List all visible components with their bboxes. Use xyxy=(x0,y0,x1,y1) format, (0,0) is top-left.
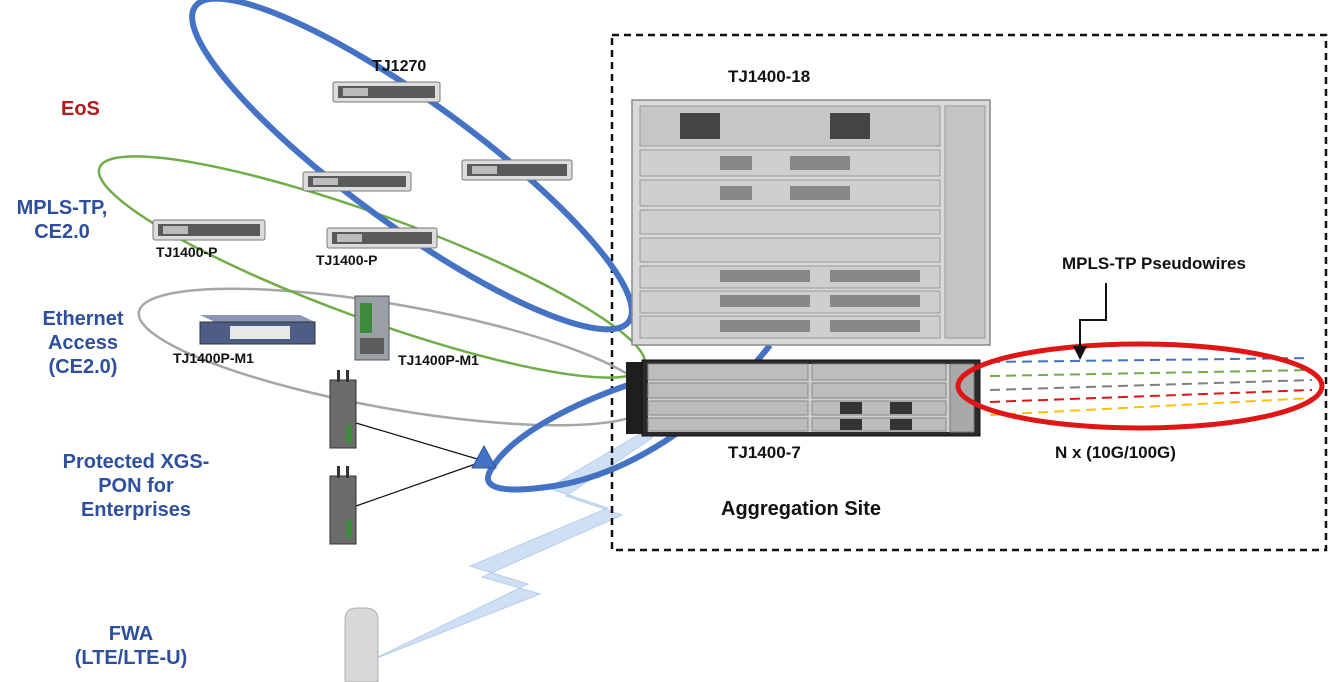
pseudowire-line-green xyxy=(989,369,1313,377)
label-mpls-tp: MPLS-TP, CE2.0 xyxy=(6,196,118,244)
device-tj1400-7-chassis xyxy=(626,359,981,437)
label-fwa-line2: (LTE/LTE-U) xyxy=(74,647,188,669)
pon-fiber-upper xyxy=(355,422,485,462)
label-eth-line3: (CE2.0) xyxy=(48,356,118,378)
label-eth-line2: Access xyxy=(47,332,119,354)
label-xgs-pon: Protected XGS- PON for Enterprises xyxy=(46,450,226,522)
device-tj1400p-m1-dinrail xyxy=(354,295,390,361)
ont-device-lower xyxy=(329,466,357,545)
pseudowire-callout-arrowhead xyxy=(1073,346,1087,360)
label-tj1400p-m1-a: TJ1400P-M1 xyxy=(173,350,254,366)
fwa-radio-device xyxy=(344,607,379,682)
label-tj1400p-m1-b: TJ1400P-M1 xyxy=(398,352,479,368)
device-tj1400p-b xyxy=(326,227,438,249)
device-tj1400p-a xyxy=(152,219,266,241)
pseudowire-line-yellow xyxy=(989,397,1313,416)
device-tj1270-c xyxy=(302,171,412,192)
device-tj1270-a xyxy=(332,81,441,103)
label-mpls-line2: CE2.0 xyxy=(34,221,90,243)
label-tj1270: TJ1270 xyxy=(372,58,427,75)
label-ethernet-access: Ethernet Access (CE2.0) xyxy=(28,307,138,379)
device-tj1270-b xyxy=(461,159,573,181)
label-mpls-tp-pseudowires: MPLS-TP Pseudowires xyxy=(1062,254,1246,273)
label-xgs-line3: Enterprises xyxy=(80,499,192,521)
label-tj1400p-b: TJ1400-P xyxy=(316,252,378,268)
ont-device-upper xyxy=(329,370,357,449)
device-tj1400-18-chassis xyxy=(631,99,991,346)
wireless-link-bolt xyxy=(371,427,653,661)
device-tj1400p-m1-switch xyxy=(199,315,316,345)
pon-splitter-icon xyxy=(471,444,497,469)
label-fwa-line1: FWA xyxy=(108,623,154,645)
label-tj1400-7: TJ1400-7 xyxy=(728,443,801,462)
label-tj1400-18: TJ1400-18 xyxy=(728,67,811,86)
pseudowire-callout-line xyxy=(1079,283,1107,350)
pseudowire-line-red xyxy=(989,389,1313,403)
label-xgs-line1: Protected XGS- xyxy=(62,451,210,473)
pseudowire-ring xyxy=(955,341,1325,431)
pseudowire-line-blue xyxy=(989,357,1311,363)
label-xgs-line2: PON for xyxy=(98,475,174,497)
label-fwa: FWA (LTE/LTE-U) xyxy=(56,622,206,670)
eos-ring xyxy=(189,0,635,333)
aggregation-site-box xyxy=(610,33,1328,552)
pseudowire-line-gray xyxy=(989,379,1313,391)
label-eth-line1: Ethernet xyxy=(42,308,124,330)
label-link-capacity: N x (10G/100G) xyxy=(1055,443,1176,462)
label-mpls-line1: MPLS-TP, xyxy=(16,197,108,219)
label-eos: EoS xyxy=(61,98,100,120)
label-aggregation-site: Aggregation Site xyxy=(721,498,882,520)
label-tj1400p-a: TJ1400-P xyxy=(156,244,218,260)
pon-fiber-lower xyxy=(355,460,485,507)
